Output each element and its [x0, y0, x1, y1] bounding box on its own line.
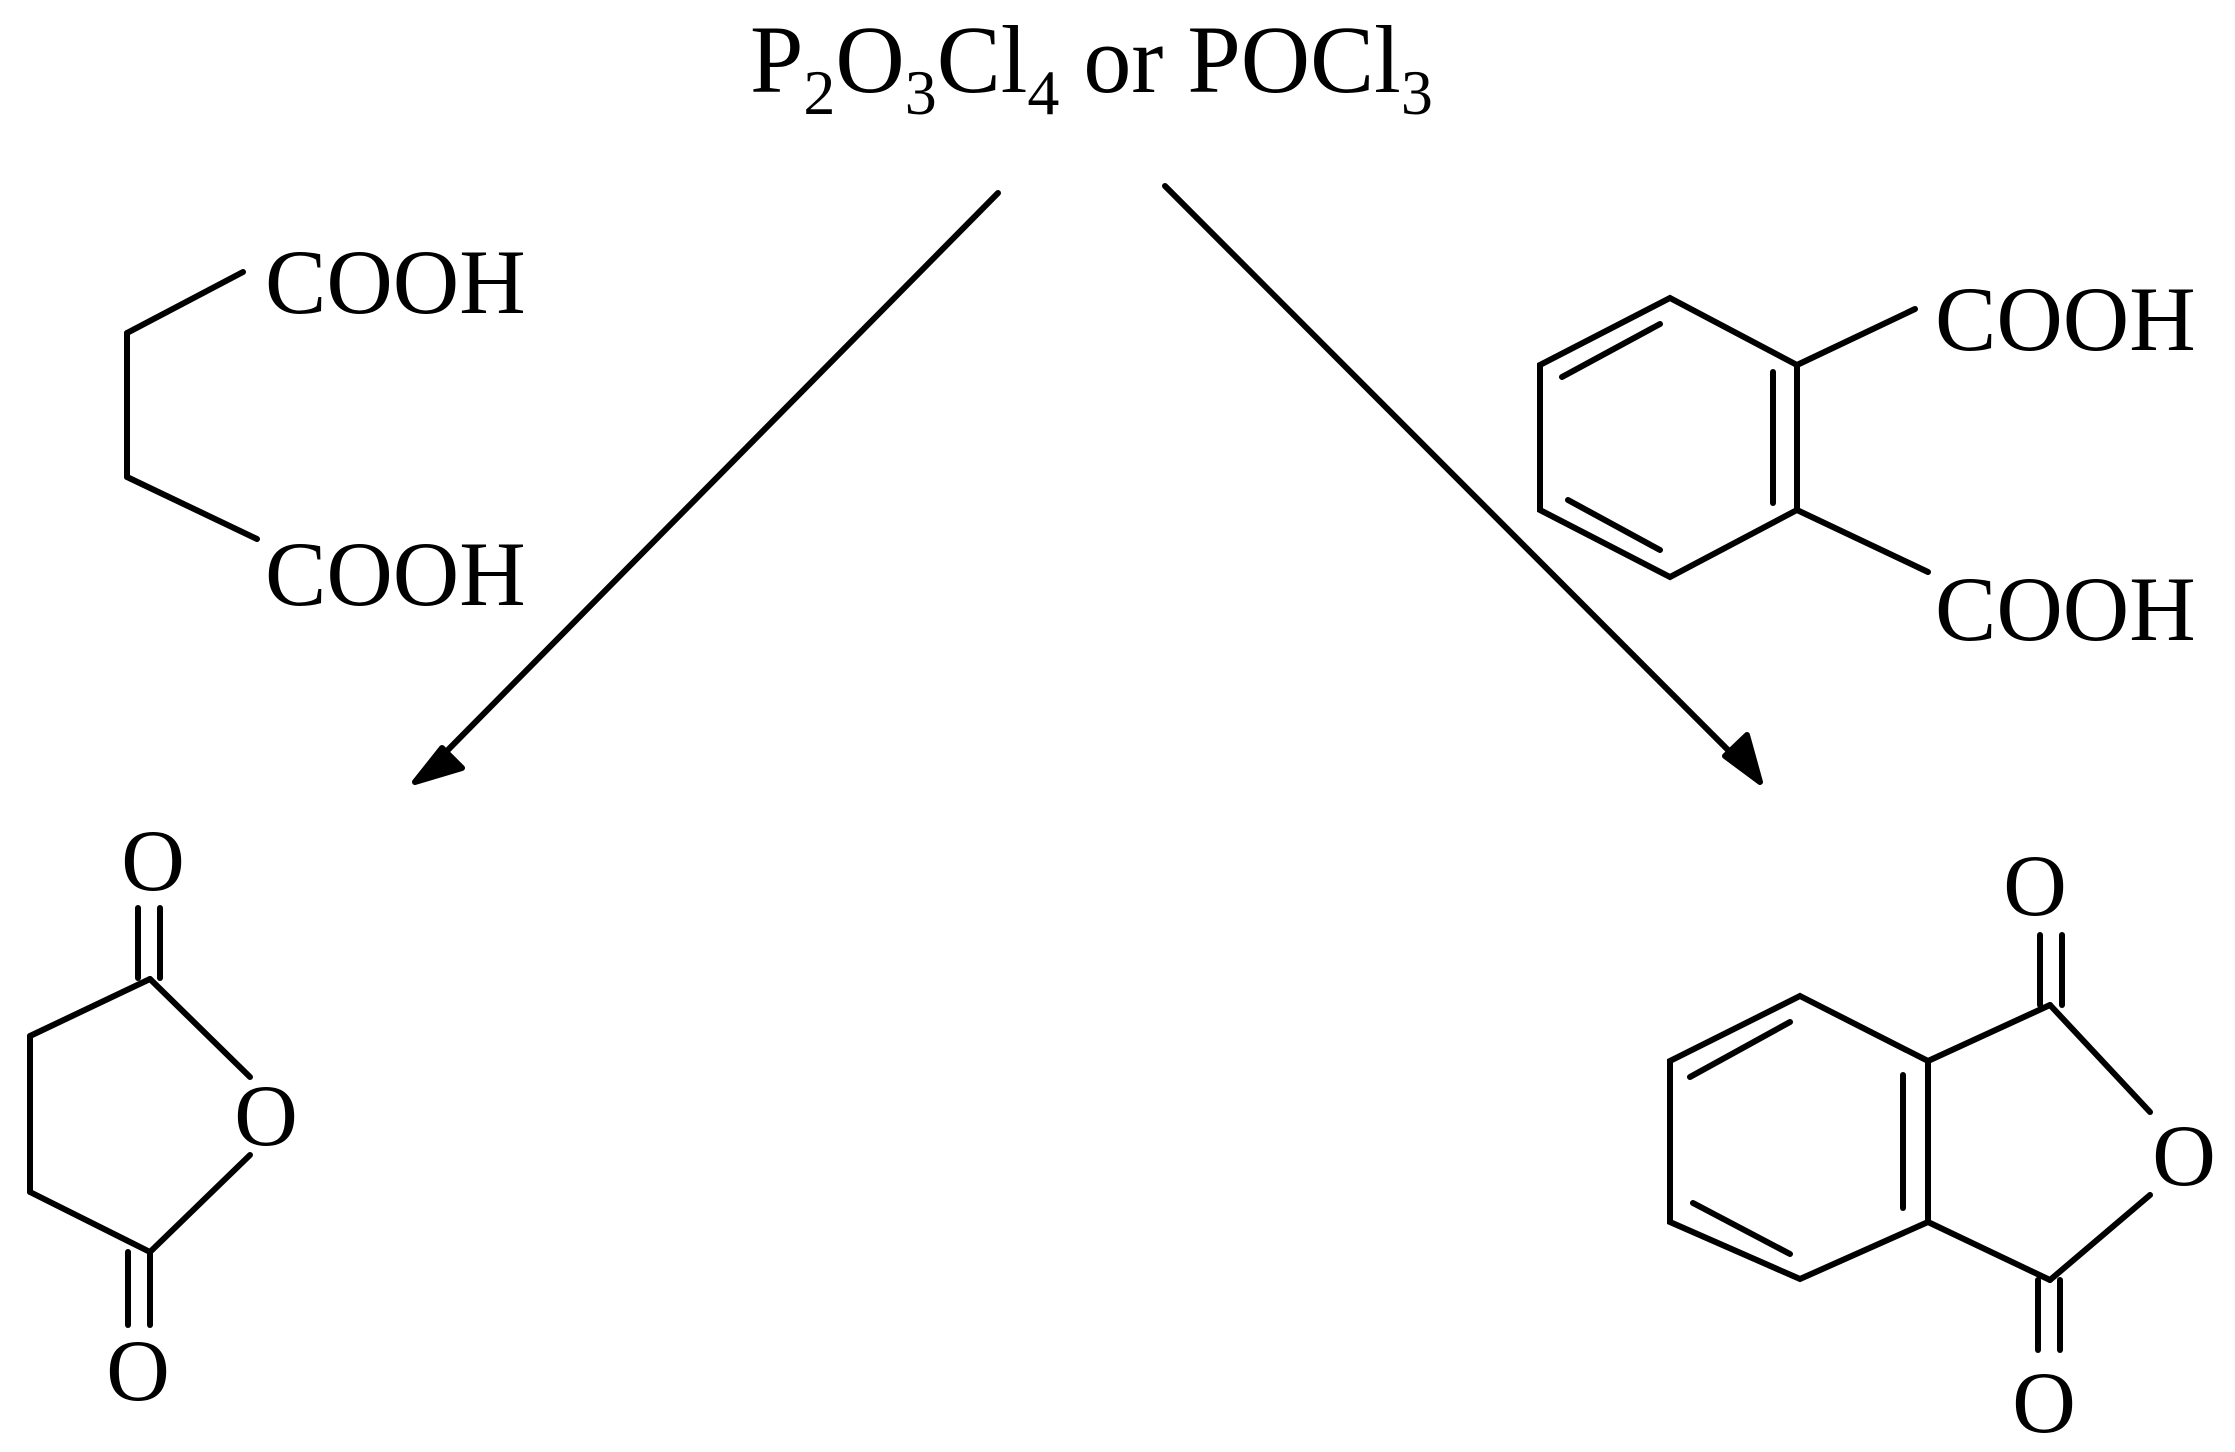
- phthalic-anhydride: O O O: [1667, 838, 2216, 1452]
- ring-oxygen: O: [2152, 1108, 2216, 1205]
- cooh-label-bottom: COOH: [1935, 558, 2196, 660]
- carbonyl-oxygen-bottom: O: [2012, 1355, 2076, 1452]
- reagent-label: P2O3Cl4 or POCl3: [750, 6, 1433, 128]
- carbonyl-oxygen-bottom: O: [106, 1323, 170, 1420]
- succinic-anhydride: O O O: [27, 813, 298, 1420]
- carbonyl-oxygen-top: O: [2003, 838, 2067, 935]
- succinic-acid: COOH COOH: [124, 231, 526, 625]
- carbonyl-oxygen-top: O: [121, 813, 185, 910]
- cooh-label-top: COOH: [265, 231, 526, 333]
- cooh-label-bottom: COOH: [265, 523, 526, 625]
- ring-oxygen: O: [234, 1068, 298, 1165]
- arrow-left: [412, 190, 1001, 785]
- arrow-right: [1162, 183, 1763, 785]
- phthalic-acid: COOH COOH: [1537, 268, 2196, 660]
- cooh-label-top: COOH: [1935, 268, 2196, 370]
